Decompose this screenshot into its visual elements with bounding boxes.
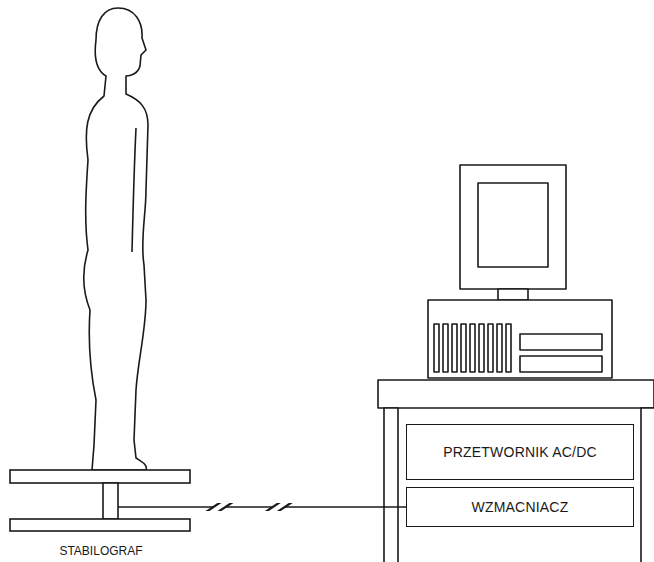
vent-slot — [461, 324, 466, 372]
vent-slots — [434, 324, 511, 372]
desk-top — [378, 380, 654, 408]
monitor-stand — [498, 289, 528, 300]
vent-slot — [452, 324, 457, 372]
post — [103, 483, 118, 519]
box-label: WZMACNIACZ — [472, 499, 569, 515]
desk-leg — [384, 408, 398, 562]
arm-line — [132, 128, 136, 252]
top-plate — [10, 470, 190, 483]
human-figure — [84, 8, 148, 470]
bottom-plate — [10, 519, 190, 531]
vent-slot — [470, 324, 475, 372]
device-label: STABILOGRAF — [8, 544, 194, 558]
box-label: PRZETWORNIK AC/DC — [443, 444, 597, 460]
vent-slot — [443, 324, 448, 372]
vent-slot — [488, 324, 493, 372]
computer-case — [428, 300, 612, 378]
monitor-screen — [478, 183, 548, 267]
vent-slot — [434, 324, 439, 372]
drive-slot — [520, 334, 602, 350]
vent-slot — [506, 324, 511, 372]
stabilograph-platform: STABILOGRAF — [8, 468, 194, 562]
amplifier-box: WZMACNIACZ — [406, 487, 634, 527]
drive-slot — [520, 356, 602, 372]
monitor — [460, 165, 566, 289]
desk-leg — [641, 408, 654, 562]
signal-cable — [194, 503, 406, 511]
vent-slot — [479, 324, 484, 372]
vent-slot — [497, 324, 502, 372]
cable-stub — [118, 506, 194, 508]
converter-box: PRZETWORNIK AC/DC — [406, 424, 634, 480]
